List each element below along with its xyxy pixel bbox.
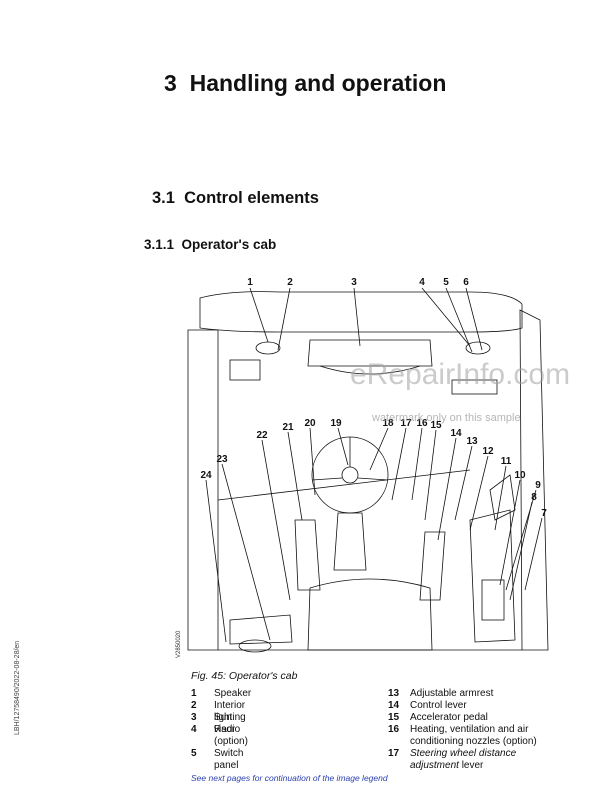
callout-9: 9 [535, 480, 541, 491]
callout-3: 3 [351, 277, 357, 288]
cab-line-drawing: 1 2 3 4 5 6 7 8 9 10 11 12 13 14 15 16 1… [176, 277, 549, 658]
callout-24: 24 [200, 470, 212, 481]
legend-number: 13 [388, 688, 400, 699]
legend-text: Control lever [410, 700, 467, 711]
subsection-number: 3.1.1 [144, 237, 175, 252]
watermark-sub: watermark only on this sample [372, 412, 521, 424]
accelerator-pedal-shape [419, 531, 446, 601]
callout-23: 23 [216, 454, 228, 465]
interior-light-shape [229, 359, 261, 381]
floor-box-shape [229, 614, 293, 645]
callout-7: 7 [541, 508, 547, 519]
callout-21: 21 [282, 422, 294, 433]
pedal-left-shape [294, 519, 321, 591]
section-number: 3.1 [152, 189, 175, 207]
legend-text: Interior lighting [214, 700, 246, 723]
right-pillar [519, 309, 549, 651]
legend-number: 15 [388, 712, 400, 723]
callout-11: 11 [501, 456, 512, 467]
callout-13: 13 [466, 436, 478, 447]
callout-14: 14 [450, 428, 462, 439]
legend-text: Steering wheel distance adjustment lever [410, 748, 560, 772]
callout-17: 17 [400, 418, 412, 429]
figure-code: V2850020 [176, 630, 182, 658]
legend-number: 14 [388, 700, 400, 711]
callout-12: 12 [482, 446, 494, 457]
operator-cab-figure: 1 2 3 4 5 6 7 8 9 10 11 12 13 14 15 16 1… [170, 270, 570, 665]
legend-number: 2 [191, 700, 197, 711]
callout-4: 4 [419, 277, 425, 288]
chapter-heading: 3 Handling and operation [164, 70, 446, 97]
legend-number: 5 [191, 748, 197, 759]
steering-hub-shape [341, 466, 359, 484]
chapter-number: 3 [164, 70, 177, 96]
speaker-left-shape [255, 341, 281, 355]
armrest-shape [489, 474, 516, 521]
legend-text: Sun visor [214, 712, 236, 735]
legend-text: Accelerator pedal [410, 712, 488, 723]
legend-text: Heating, ventilation and air conditionin… [410, 724, 537, 747]
legend-number: 3 [191, 712, 197, 723]
callout-18: 18 [382, 418, 394, 429]
seat-shape [307, 578, 433, 651]
subsection-title: Operator's cab [181, 237, 277, 252]
legend-text: Speaker [214, 688, 252, 699]
figure-caption: Fig. 45: Operator's cab [191, 670, 298, 682]
subsection-heading: 3.1.1 Operator's cab [144, 237, 276, 252]
legend-text-rest: lever [458, 760, 484, 771]
right-console-shape [469, 509, 516, 643]
speaker-right-shape [465, 341, 491, 355]
chapter-title: Handling and operation [189, 70, 447, 96]
callout-20: 20 [304, 418, 316, 429]
callout-10: 10 [514, 470, 526, 481]
callout-16: 16 [416, 418, 428, 429]
callout-19: 19 [330, 418, 342, 429]
roof-frame [199, 291, 523, 333]
callout-5: 5 [443, 277, 449, 288]
section-title: Control elements [184, 189, 319, 207]
legend-text-italic: Steering wheel distance adjustment [410, 748, 517, 771]
document-code: LBH/12758490/2022-08-28/en [14, 640, 21, 735]
legend-text: Switch panel [214, 748, 244, 771]
callout-6: 6 [463, 277, 469, 288]
legend-number: 16 [388, 724, 400, 735]
section-heading: 3.1 Control elements [152, 189, 319, 208]
legend-text: Radio (option) [214, 724, 248, 747]
callout-8: 8 [531, 492, 537, 503]
radio-shape [451, 379, 498, 395]
callout-22: 22 [256, 430, 268, 441]
legend-number: 4 [191, 724, 197, 735]
switch-panel-shape [481, 579, 505, 621]
watermark-main: eRepairInfo.com [350, 358, 571, 391]
sun-visor-shape [307, 339, 433, 367]
callout-15: 15 [430, 420, 442, 431]
legend-text: Adjustable armrest [410, 688, 494, 699]
legend-number: 17 [388, 748, 400, 759]
continuation-note: See next pages for continuation of the i… [191, 773, 388, 783]
left-pillar [187, 329, 219, 651]
mirror-shape [319, 365, 421, 375]
steering-column-shape [333, 512, 367, 571]
callout-2: 2 [287, 277, 293, 288]
legend-number: 1 [191, 688, 197, 699]
callout-1: 1 [247, 277, 253, 288]
